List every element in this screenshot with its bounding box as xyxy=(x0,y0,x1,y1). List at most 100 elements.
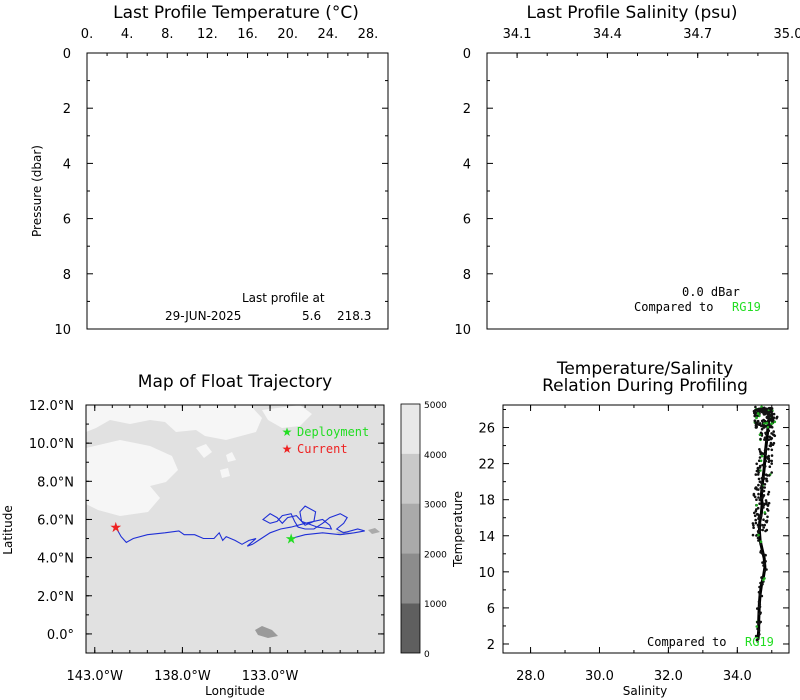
ts-data-point xyxy=(756,412,760,415)
ts-compared-to-label: Compared to xyxy=(647,635,726,649)
ts-data-point xyxy=(763,483,767,486)
ts-data-point xyxy=(755,625,759,628)
deep-water-region xyxy=(220,468,230,478)
temperature-x-tick-label: 0. xyxy=(81,27,93,42)
ts-data-point xyxy=(757,629,761,632)
ts-data-point xyxy=(762,495,765,498)
ts-data-point xyxy=(764,431,767,435)
ts-x-tick-label: 30.0 xyxy=(585,669,614,684)
pressure-axis-label: Pressure (dbar) xyxy=(30,145,44,237)
ts-data-point xyxy=(753,414,757,418)
ts-data-point xyxy=(762,424,766,427)
ts-data-point xyxy=(758,448,761,451)
depth-colorbar-segment xyxy=(401,404,420,454)
latitude-axis-label: Latitude xyxy=(1,505,15,554)
ts-data-point xyxy=(766,457,770,460)
ts-data-point xyxy=(759,540,763,543)
ts-title-line2: Relation During Profiling xyxy=(542,376,748,396)
ts-data-point xyxy=(762,578,765,582)
temperature-x-tick-label: 24. xyxy=(317,27,338,42)
temperature-profile-panel: Last Profile Temperature (°C) 0.4.8.12.1… xyxy=(30,3,389,338)
ts-data-point xyxy=(767,490,771,494)
ts-data-point xyxy=(759,542,762,546)
ts-data-point xyxy=(756,506,760,510)
depth-colorbar-frame xyxy=(400,403,421,654)
ts-data-point xyxy=(757,539,760,542)
ts-data-point xyxy=(764,447,767,451)
ts-data-point xyxy=(767,438,770,442)
deep-water-region xyxy=(86,440,178,516)
ts-data-point xyxy=(755,534,758,537)
ts-data-point xyxy=(757,590,761,594)
ts-data-point xyxy=(770,412,774,416)
ts-reference-dataset-label: RG19 xyxy=(745,635,774,649)
compared-to-label: Compared to xyxy=(634,300,713,314)
ts-data-point xyxy=(762,518,765,521)
map-legend: ★Deployment★Current xyxy=(282,425,370,456)
ts-data-point xyxy=(770,462,773,465)
ts-data-point xyxy=(752,492,756,496)
temperature-x-tick-label: 28. xyxy=(358,27,379,42)
ts-data-point xyxy=(759,450,762,454)
ts-x-tick-label: 34.0 xyxy=(723,669,752,684)
ts-data-point xyxy=(755,422,759,426)
ts-data-point xyxy=(769,425,772,429)
ts-data-point xyxy=(756,473,760,476)
deep-water-region xyxy=(86,405,262,440)
ts-data-point xyxy=(757,469,760,472)
ts-data-point xyxy=(766,504,770,507)
ts-data-point xyxy=(759,551,762,554)
depth-colorbar-label: 3000 xyxy=(424,501,447,511)
ts-data-point xyxy=(756,530,760,533)
map-y-tick-label: 10.0°N xyxy=(29,437,74,452)
salinity-y-tick-label: 6 xyxy=(463,213,471,228)
ts-y-tick-label: 10 xyxy=(478,566,495,581)
ts-data-point xyxy=(761,561,764,564)
ts-data-point xyxy=(759,459,763,463)
ts-data-point xyxy=(758,522,762,526)
ts-data-point xyxy=(761,582,764,586)
ts-data-point xyxy=(758,585,761,589)
float-trajectory: ★★ xyxy=(110,505,365,548)
map-y-tick-label: 2.0°N xyxy=(37,590,74,605)
last-profile-date: 29-JUN-2025 xyxy=(165,309,241,323)
ts-data-point xyxy=(757,496,760,499)
ts-data-point xyxy=(756,466,760,470)
map-title: Map of Float Trajectory xyxy=(138,372,332,392)
ts-data-point xyxy=(765,416,769,419)
ts-data-point xyxy=(762,411,765,415)
ts-data-point xyxy=(770,448,774,452)
map-x-tick-label: 133.0°W xyxy=(242,669,299,684)
depth-colorbar-label: 1000 xyxy=(424,600,447,610)
salinity-x-tick-label: 35.0 xyxy=(774,27,800,42)
trajectory-line xyxy=(115,505,365,547)
temperature-x-tick-label: 16. xyxy=(237,27,258,42)
ts-data-point xyxy=(756,513,760,516)
ts-data-point xyxy=(764,473,768,477)
deep-water-region xyxy=(196,444,212,458)
ts-plot-frame xyxy=(502,404,790,654)
map-y-tick-label: 0.0° xyxy=(47,628,74,643)
ts-data-point xyxy=(755,508,758,511)
ts-data-point xyxy=(754,405,757,409)
ts-data-point xyxy=(760,576,763,579)
ts-data-point xyxy=(770,437,774,440)
ts-data-point xyxy=(762,526,765,529)
ts-data-point xyxy=(765,479,769,483)
ts-data-point xyxy=(754,408,757,412)
depth-colorbar-segment xyxy=(401,553,420,604)
map-y-ticks: 0.0°2.0°N4.0°N6.0°N8.0°N10.0°N12.0°N xyxy=(29,399,384,654)
ts-y-tick-label: 14 xyxy=(478,530,495,545)
current-position-star: ★ xyxy=(110,520,123,536)
ts-data-point xyxy=(765,568,768,571)
temperature-y-tick-label: 6 xyxy=(63,213,71,228)
ts-data-point xyxy=(763,523,766,527)
ts-data-point xyxy=(754,518,757,522)
